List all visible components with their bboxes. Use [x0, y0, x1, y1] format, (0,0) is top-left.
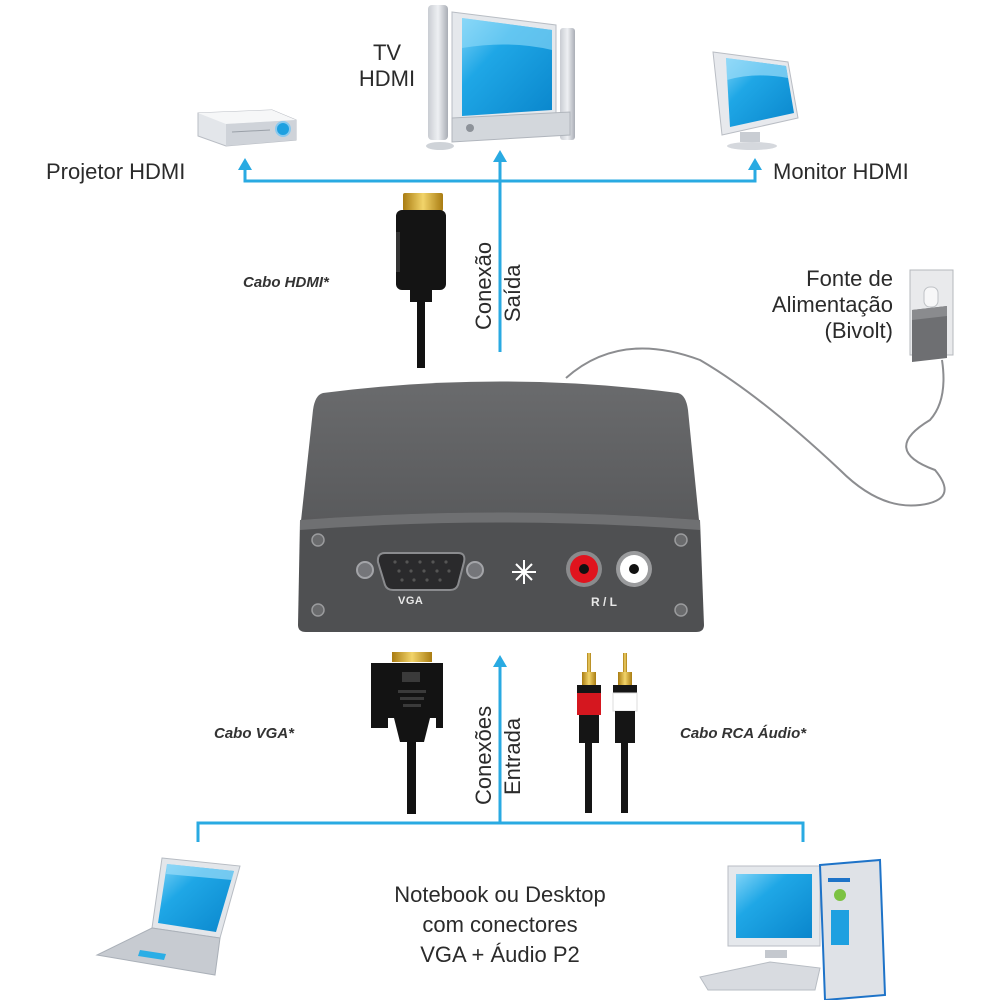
power-cord: [565, 347, 946, 507]
tv-label-line1: TV: [372, 40, 402, 65]
arrow-tv-icon: [493, 150, 507, 162]
power-supply-label-line1: Fonte de: [806, 266, 893, 291]
source-label-line1: Notebook ou Desktop: [394, 882, 606, 907]
source-label-line2: com conectores: [422, 912, 578, 937]
vga-port-icon: [376, 552, 466, 591]
desktop-icon: [699, 858, 887, 1000]
tv-label-line2: HDMI: [358, 66, 416, 91]
hdmi-cable-label: Cabo HDMI*: [243, 274, 329, 291]
power-supply-label: Fonte de Alimentação (Bivolt): [735, 266, 893, 344]
rca-white-port-icon: [616, 551, 652, 587]
power-supply-icon: [909, 269, 954, 362]
hdmi-cable-icon: [396, 193, 446, 368]
input-connection-label-line1: Conexões: [471, 705, 496, 805]
power-supply-label-line3: (Bivolt): [824, 318, 893, 343]
converter-box: [298, 381, 704, 632]
vga-cable-label: Cabo VGA*: [214, 725, 295, 742]
projector-icon: [197, 109, 297, 147]
source-label: Notebook ou Desktop com conectores VGA +…: [330, 880, 670, 970]
power-supply-label-line2: Alimentação: [771, 292, 893, 317]
output-connection-lines: [243, 160, 757, 352]
output-connection-label-line2: Saída: [500, 264, 525, 323]
audio-port-label: R / L: [591, 595, 617, 609]
output-connection-label-line1: Conexão: [471, 241, 496, 330]
monitor-icon: [712, 51, 799, 150]
vga-port-label: VGA: [398, 595, 424, 607]
tv-label: TV HDMI: [357, 40, 417, 92]
tv-icon: [426, 5, 575, 150]
source-label-line3: VGA + Áudio P2: [420, 942, 580, 967]
rca-cable-icon: [577, 653, 638, 813]
rca-red-port-icon: [566, 551, 602, 587]
arrow-projector-icon: [238, 158, 252, 170]
monitor-label: Monitor HDMI: [773, 159, 909, 184]
arrow-input-icon: [493, 655, 507, 667]
led-indicator-icon: [512, 560, 536, 584]
arrow-monitor-icon: [748, 158, 762, 170]
rca-cable-label: Cabo RCA Áudio*: [680, 725, 807, 742]
vga-cable-icon: [371, 652, 443, 814]
laptop-icon: [95, 857, 241, 976]
input-connection-lines: [196, 660, 805, 842]
input-connection-label-line2: Entrada: [500, 717, 525, 795]
output-arrowheads: [238, 150, 762, 170]
projector-label: Projetor HDMI: [46, 159, 186, 184]
